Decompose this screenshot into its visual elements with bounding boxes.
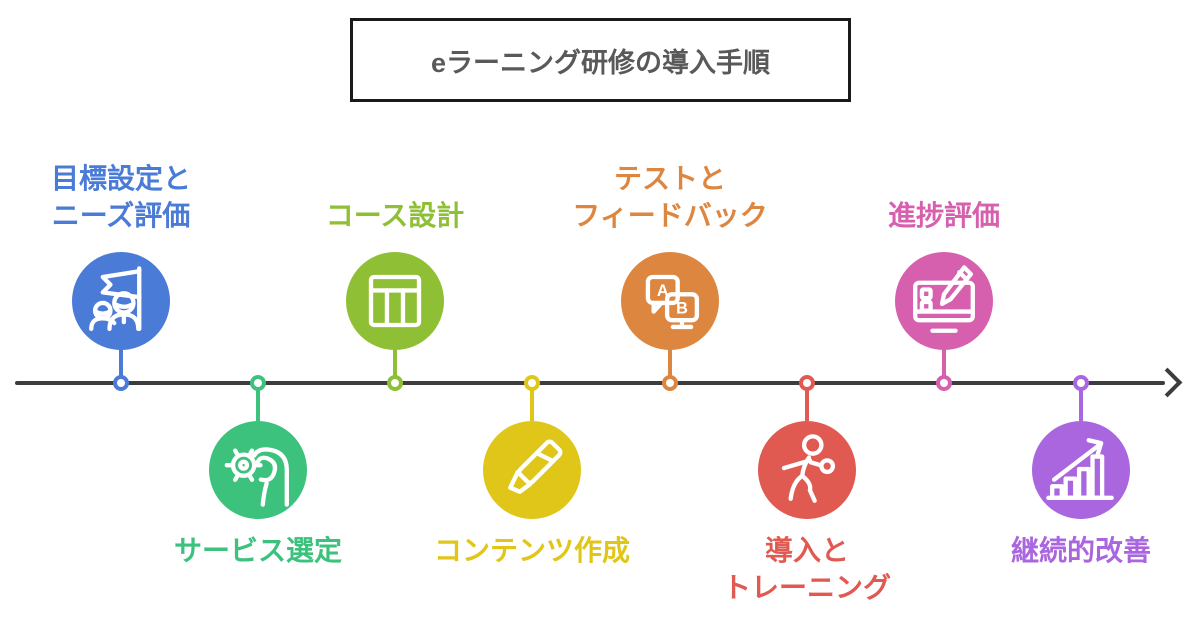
timeline-dot	[662, 375, 678, 391]
step-goal-setting: 目標設定と ニーズ評価	[11, 0, 231, 626]
page-title: eラーニング研修の導入手順	[430, 47, 770, 78]
step-connector	[668, 348, 672, 384]
step-icon-circle	[895, 252, 993, 350]
gear-hand-icon	[224, 447, 289, 507]
step-label: 導入と トレーニング	[697, 532, 917, 608]
step-connector	[1079, 383, 1083, 421]
step-label-line: 導入と	[764, 535, 849, 566]
timeline-dot	[1073, 375, 1089, 391]
step-progress-evaluation: 進捗評価	[834, 0, 1054, 626]
step-icon-circle	[346, 252, 444, 350]
step-label-line: 目標設定と	[50, 163, 191, 194]
goal-flag-icon	[89, 266, 142, 332]
step-label-line: サービス選定	[173, 535, 342, 566]
course-table-icon	[368, 274, 422, 328]
step-label-line: コース設計	[325, 200, 465, 231]
step-label-line: コンテンツ作成	[433, 535, 630, 566]
step-label: コース設計	[285, 158, 505, 234]
step-connector	[393, 348, 397, 384]
step-test-feedback: テストと フィードバック A B	[560, 0, 780, 626]
timeline-dot	[936, 375, 952, 391]
step-icon-circle	[72, 252, 170, 350]
step-label: テストと フィードバック	[560, 158, 780, 234]
ab-test-icon: A B	[645, 274, 700, 330]
step-label-line: フィードバック	[572, 200, 768, 231]
step-label: 目標設定と ニーズ評価	[11, 158, 231, 234]
step-label: 継続的改善	[971, 532, 1191, 608]
step-connector	[119, 348, 123, 384]
svg-text:B: B	[676, 299, 688, 317]
step-label-line: トレーニング	[722, 572, 891, 603]
step-icon-circle	[758, 421, 856, 519]
step-label: 進捗評価	[834, 158, 1054, 234]
timeline-dot	[250, 375, 266, 391]
timeline-dot	[524, 375, 540, 391]
step-label-line: 継続的改善	[1010, 535, 1151, 566]
step-label-line: テストと	[613, 163, 726, 194]
step-label: サービス選定	[148, 532, 368, 608]
step-deployment-training: 導入と トレーニング	[697, 0, 917, 626]
step-connector	[256, 383, 260, 421]
step-connector	[805, 383, 809, 421]
step-icon-circle	[1032, 421, 1130, 519]
training-person-icon	[781, 434, 836, 503]
timeline-axis	[15, 381, 1165, 385]
timeline-dot	[799, 375, 815, 391]
timeline-dot	[113, 375, 129, 391]
step-service-selection: サービス選定	[148, 0, 368, 626]
marker-pen-icon	[508, 439, 563, 494]
step-continuous-improvement: 継続的改善	[971, 0, 1191, 626]
step-icon-circle	[483, 421, 581, 519]
monitor-pencil-icon	[913, 265, 975, 333]
step-content-creation: コンテンツ作成	[422, 0, 642, 626]
growth-chart-icon	[1046, 438, 1114, 501]
step-connector	[530, 383, 534, 421]
step-icon-circle	[209, 421, 307, 519]
step-connector	[942, 348, 946, 384]
title-box: eラーニング研修の導入手順	[350, 18, 851, 102]
step-icon-circle: A B	[621, 252, 719, 350]
step-course-design: コース設計	[285, 0, 505, 626]
step-label-line: 進捗評価	[887, 200, 1000, 231]
step-label: コンテンツ作成	[422, 532, 642, 608]
timeline-dot	[387, 375, 403, 391]
step-label-line: ニーズ評価	[51, 200, 191, 231]
